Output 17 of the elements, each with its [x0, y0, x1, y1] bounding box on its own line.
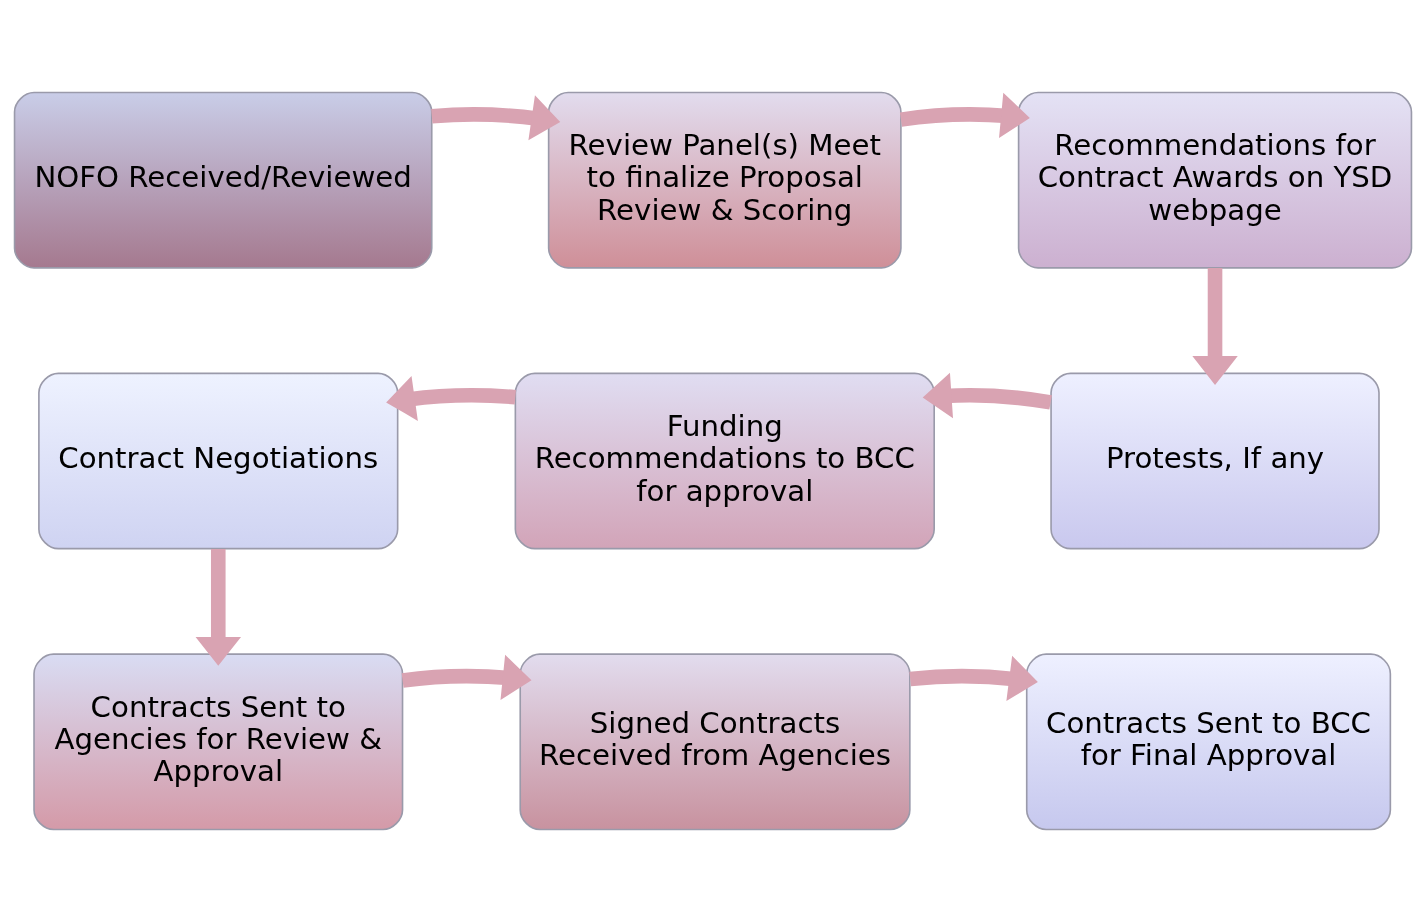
node-box: Contracts Sent to Agencies for Review & Approval: [33, 653, 404, 831]
node-box: Contracts Sent to BCC for Final Approval: [1025, 653, 1392, 831]
node-box: Funding Recommendations to BCC for approval: [514, 372, 935, 550]
node-box: Contract Negotiations: [38, 372, 399, 550]
arrow: [899, 92, 1030, 138]
node-box: Protests, If any: [1050, 372, 1380, 550]
arrow: [1192, 268, 1238, 385]
node-box: Recommendations for Contract Awards on YSD webpage: [1017, 91, 1413, 269]
node-box: NOFO Received/Reviewed: [13, 91, 433, 269]
arrow: [431, 95, 561, 141]
arrow: [922, 372, 1052, 419]
arrow: [195, 548, 241, 666]
node-box: Review Panel(s) Meet to finalize Proposal Review & Scoring: [547, 91, 902, 269]
node-box: Signed Contracts Received from Agencies: [519, 653, 911, 831]
arrow: [401, 654, 532, 700]
arrow: [386, 375, 516, 421]
arrow: [909, 655, 1038, 701]
